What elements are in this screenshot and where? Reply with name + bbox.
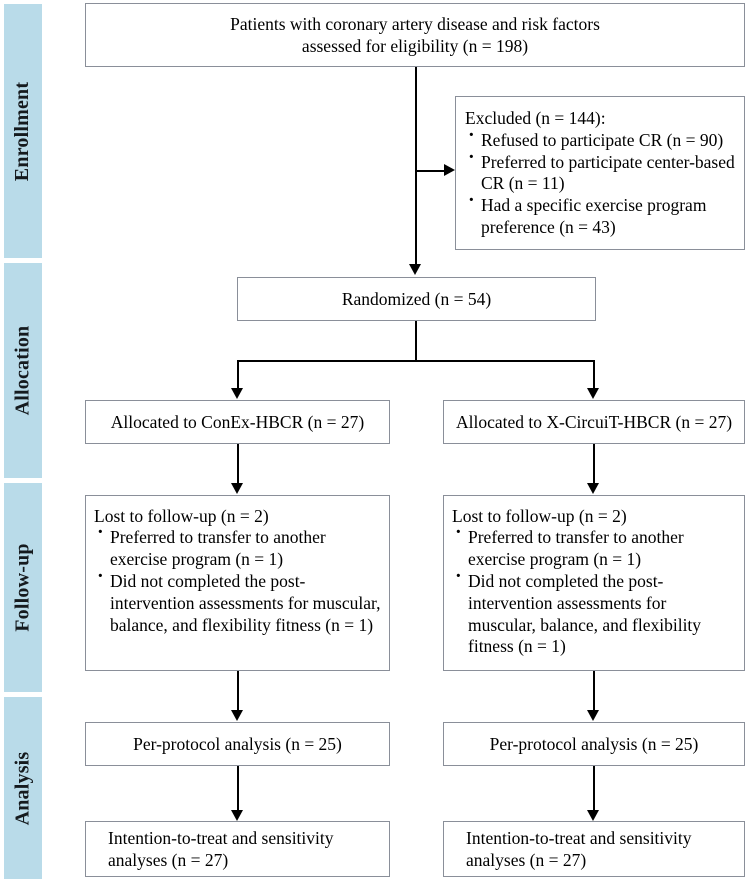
allocated-left-label: Allocated to ConEx-HBCR (n = 27) [110,411,365,432]
lost-followup-item: Did not completed the post-intervention … [94,566,383,636]
arrowhead-to-excluded [444,164,455,176]
arrowhead-to-perprotocol-left [231,710,243,721]
phase-band-analysis: Analysis [4,697,42,879]
itt-left-line-2: analyses (n = 27) [108,850,229,870]
excluded-item: Refused to participate CR (n = 90) [465,125,738,152]
randomized-label: Randomized (n = 54) [341,288,492,309]
phase-band-followup: Follow-up [4,483,42,692]
node-perprotocol-left: Per-protocol analysis (n = 25) [85,722,390,766]
connector-split-right [593,360,595,390]
lost-right-heading: Lost to follow-up (n = 2) [452,506,627,526]
node-allocated-xcircuit: Allocated to X-CircuiT-HBCR (n = 27) [443,400,745,444]
connector-perprotocol-left-to-itt [237,765,239,813]
node-lost-followup-left: Lost to follow-up (n = 2) Preferred to t… [85,495,390,671]
phase-band-allocation: Allocation [4,263,42,478]
node-lost-followup-right: Lost to follow-up (n = 2) Preferred to t… [443,495,745,671]
arrowhead-to-lost-left [231,483,243,494]
arrowhead-to-lost-right [587,483,599,494]
arrowhead-to-randomized [409,264,421,275]
lost-left-item-list: Preferred to transfer to another exercis… [94,522,383,636]
node-itt-left: Intention-to-treat and sensitivity analy… [85,821,390,877]
arrowhead-to-allocated-right [587,388,599,399]
lost-followup-item: Preferred to transfer to another exercis… [94,522,383,571]
itt-right-line-1: Intention-to-treat and sensitivity [466,827,692,848]
node-allocated-conex: Allocated to ConEx-HBCR (n = 27) [85,400,390,444]
arrowhead-to-allocated-left [231,388,243,399]
connector-allocated-right-to-lost [593,443,595,485]
eligibility-line-1: Patients with coronary artery disease an… [230,13,600,34]
excluded-item-list: Refused to participate CR (n = 90) Prefe… [465,125,738,239]
excluded-item: Preferred to participate center-based CR… [465,147,738,196]
eligibility-line-2: assessed for eligibility (n = 198) [301,36,529,56]
connector-randomized-split [237,360,595,362]
connector-allocated-left-to-lost [237,443,239,485]
phase-label-enrollment: Enrollment [11,81,34,181]
arrowhead-to-itt-left [231,810,243,821]
node-perprotocol-right: Per-protocol analysis (n = 25) [443,722,745,766]
node-randomized: Randomized (n = 54) [237,277,596,321]
itt-left-line-1: Intention-to-treat and sensitivity [108,827,334,848]
arrowhead-to-perprotocol-right [587,710,599,721]
connector-to-excluded [415,170,445,172]
itt-right-line-2: analyses (n = 27) [466,850,587,870]
lost-followup-item: Preferred to transfer to another exercis… [452,522,738,571]
arrowhead-to-itt-right [587,810,599,821]
node-eligibility: Patients with coronary artery disease an… [85,3,745,67]
perprotocol-right-label: Per-protocol analysis (n = 25) [489,733,699,754]
phase-label-followup: Follow-up [11,543,34,632]
lost-right-item-list: Preferred to transfer to another exercis… [452,522,738,658]
perprotocol-left-label: Per-protocol analysis (n = 25) [133,733,342,754]
node-itt-right: Intention-to-treat and sensitivity analy… [443,821,745,877]
connector-split-left [237,360,239,390]
excluded-heading: Excluded (n = 144): [465,108,606,129]
node-excluded: Excluded (n = 144): Refused to participa… [455,96,745,250]
phase-label-allocation: Allocation [11,325,34,416]
lost-left-heading: Lost to follow-up (n = 2) [94,506,269,526]
connector-randomized-trunk [415,320,417,362]
allocated-right-label: Allocated to X-CircuiT-HBCR (n = 27) [455,411,733,432]
excluded-item: Had a specific exercise program preferen… [465,190,738,239]
connector-lost-right-to-perprotocol [593,670,595,712]
connector-eligibility-to-randomized [415,67,417,266]
lost-followup-item: Did not completed the post-intervention … [452,566,738,658]
phase-band-enrollment: Enrollment [4,4,42,258]
connector-lost-left-to-perprotocol [237,670,239,712]
phase-label-analysis: Analysis [11,751,34,825]
connector-perprotocol-right-to-itt [593,765,595,813]
